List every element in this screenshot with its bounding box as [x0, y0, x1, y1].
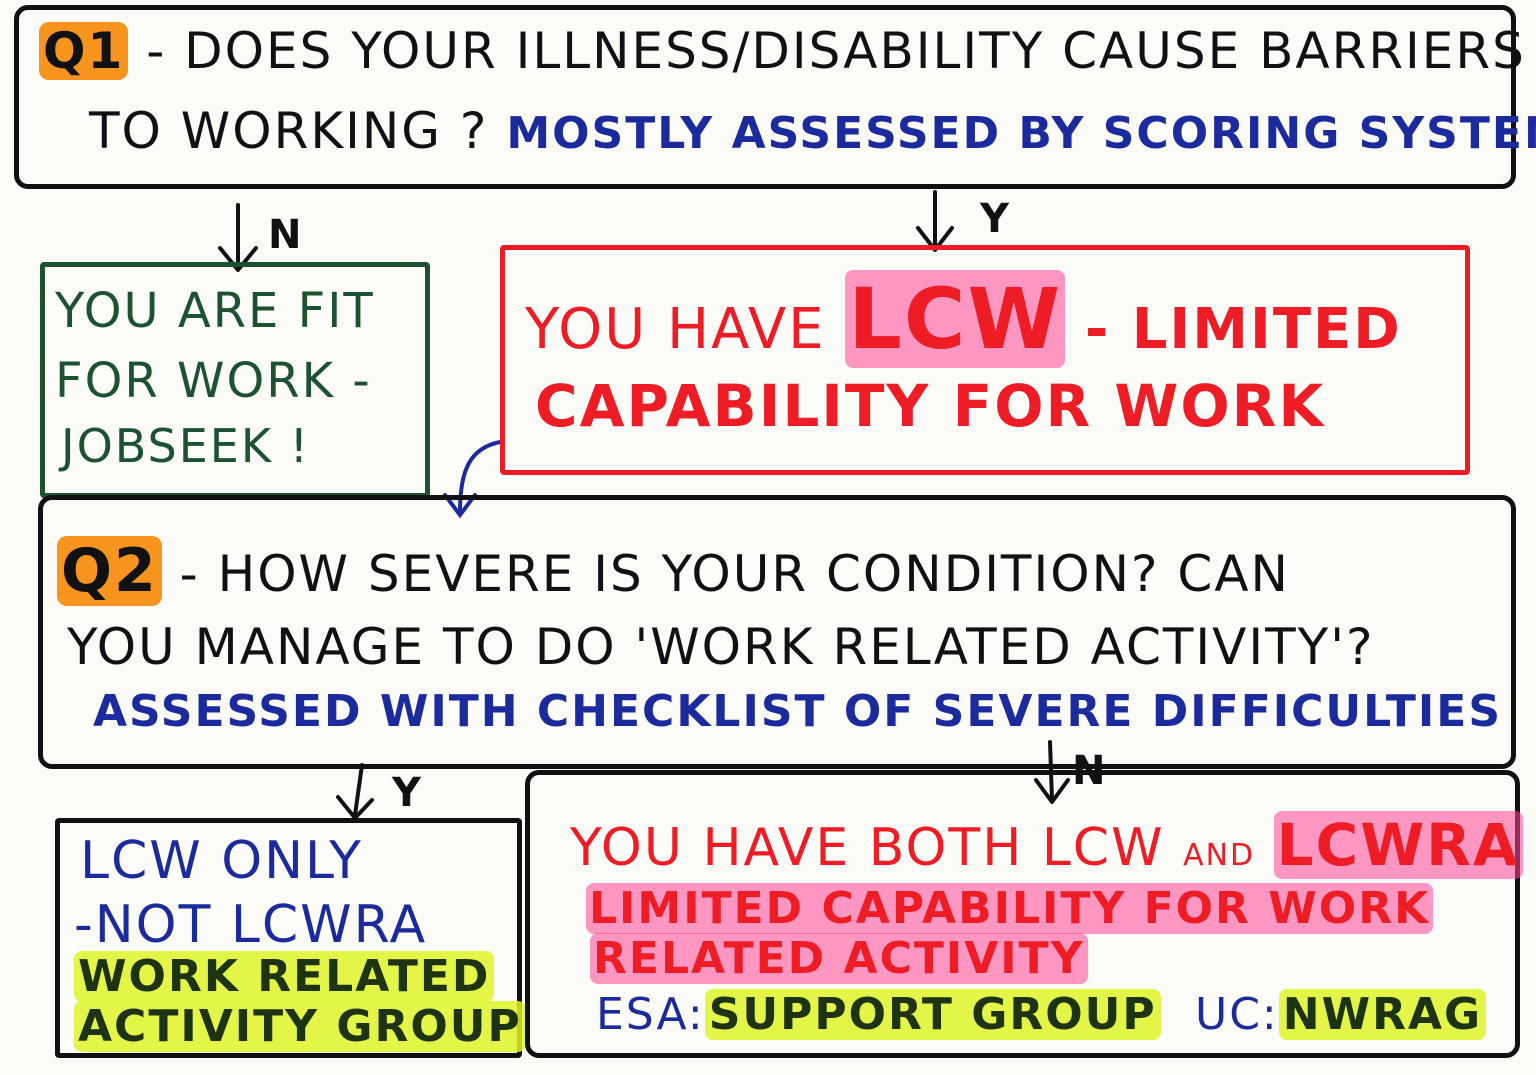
esa-group: ESA:Support group — [596, 989, 1161, 1040]
q1-note: Mostly assessed by scoring system — [506, 108, 1536, 159]
q2-question-line1: Q2 - How severe is your condition? Can — [57, 536, 1290, 606]
fit-for-work-box: You are fit for work - jobseek ! — [40, 262, 430, 498]
q1-yes-label: Y — [980, 196, 1009, 242]
q1-question-line1: Q1 - Does your illness/disability cause … — [39, 22, 1526, 80]
q1-question-line2: to working ? Mostly assessed by scoring … — [89, 102, 1536, 160]
q2-number: Q2 — [57, 536, 162, 606]
lcw-box: You have LCW - Limited capability for wo… — [500, 245, 1470, 475]
lcwra-line1: You have both LCW and LCWRA — [570, 811, 1523, 879]
q2-yes-label: Y — [392, 770, 421, 816]
q2-box: Q2 - How severe is your condition? Can y… — [38, 495, 1516, 769]
q2-note: Assessed with checklist of severe diffic… — [93, 686, 1503, 737]
uc-group: UC:NWRAG — [1195, 989, 1487, 1040]
q1-no-label: N — [268, 212, 302, 258]
arrow-q2-yes — [336, 763, 374, 820]
arrow-q1-yes — [916, 190, 954, 252]
q1-box: Q1 - Does your illness/disability cause … — [14, 5, 1536, 189]
lcw-line1: You have LCW - Limited — [525, 270, 1402, 368]
lcw-only-box: LCW only -not LCWRA Work related activit… — [55, 818, 526, 1058]
lcwra-box: You have both LCW and LCWRA Limited capa… — [525, 770, 1523, 1058]
q1-number: Q1 — [39, 22, 129, 80]
arrow-q1-no — [218, 203, 258, 272]
